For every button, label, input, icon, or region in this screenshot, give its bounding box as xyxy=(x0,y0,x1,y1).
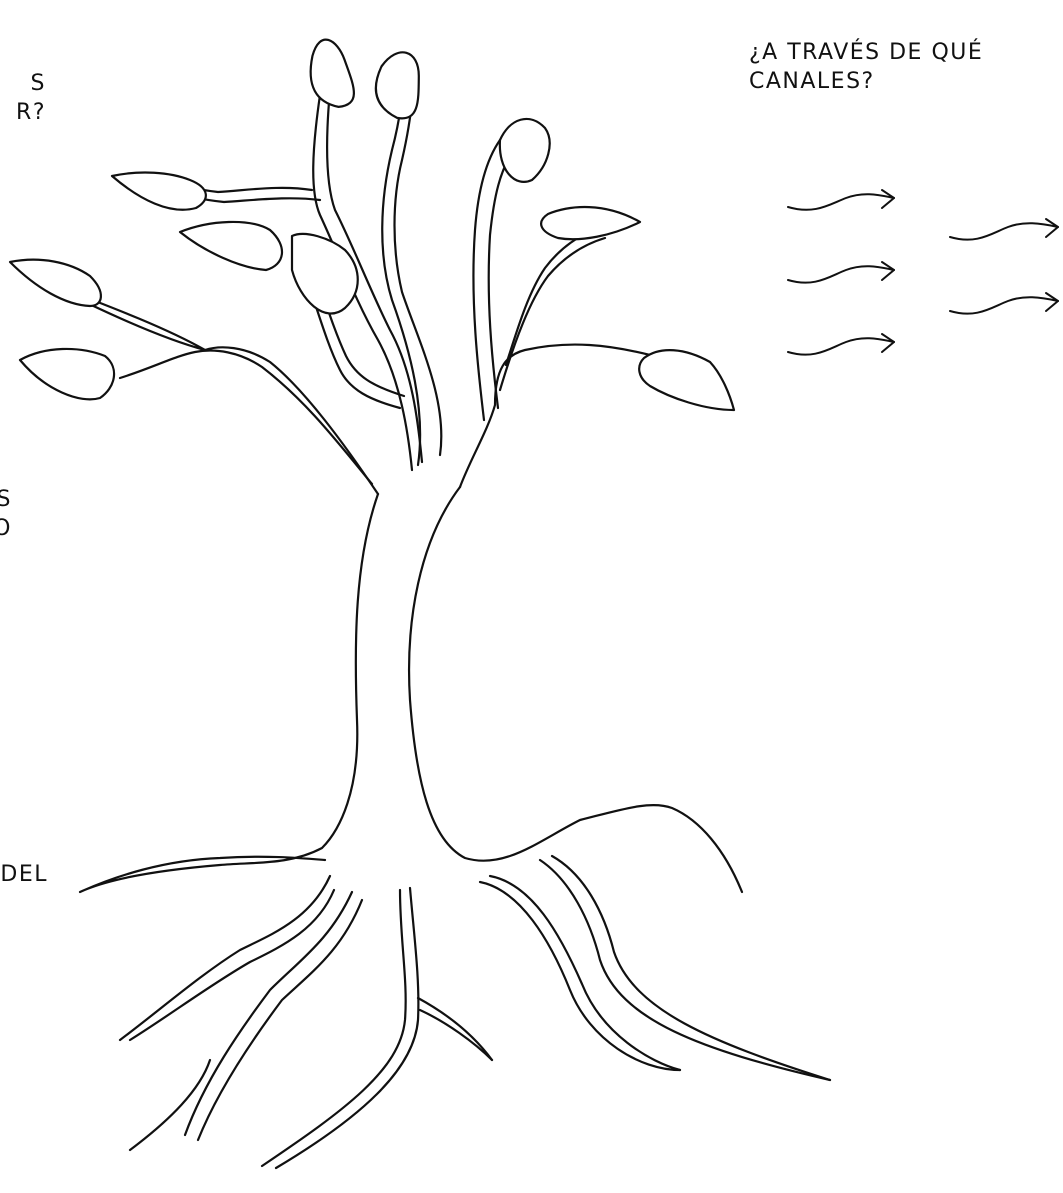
wavy-right-arrow-icon xyxy=(950,293,1058,314)
leaf-icon xyxy=(500,119,550,182)
wavy-right-arrow-icon xyxy=(788,190,894,210)
leaf-icon xyxy=(10,260,101,306)
tree-roots xyxy=(120,856,830,1168)
leaf-icon xyxy=(302,36,358,113)
leaf-icon xyxy=(541,207,640,239)
leaf-icon xyxy=(180,222,282,270)
wavy-right-arrow-icon xyxy=(788,262,894,283)
leaf-icon xyxy=(639,350,734,410)
tree-leaves xyxy=(10,36,734,410)
wavy-right-arrow-icon xyxy=(950,219,1058,240)
tree-trunk xyxy=(80,345,742,892)
channel-arrows xyxy=(788,190,1058,355)
leaf-icon xyxy=(112,173,206,210)
leaf-icon xyxy=(292,234,358,314)
leaf-icon xyxy=(20,349,114,399)
leaf-icon xyxy=(373,50,422,119)
wavy-right-arrow-icon xyxy=(788,334,894,355)
